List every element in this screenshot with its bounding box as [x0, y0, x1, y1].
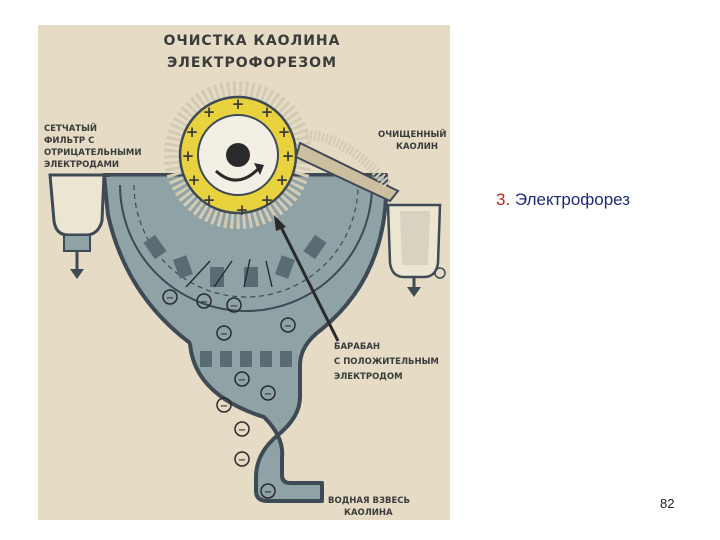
- svg-text:КАОЛИНА: КАОЛИНА: [344, 508, 393, 518]
- svg-text:+: +: [232, 95, 245, 113]
- svg-text:−: −: [200, 297, 208, 308]
- svg-text:БАРАБАН: БАРАБАН: [334, 342, 380, 352]
- kaolin-electrophoresis-poster: ОЧИСТКА КАОЛИНА ЭЛЕКТРОФОРЕЗОМ СЕТЧАТЫЙ …: [38, 25, 450, 520]
- svg-text:+: +: [203, 191, 216, 209]
- filter-label: СЕТЧАТЫЙ ФИЛЬТР С ОТРИЦАТЕЛЬНЫМИ ЭЛЕКТРО…: [44, 122, 141, 170]
- svg-text:ЭЛЕКТРОДОМ: ЭЛЕКТРОДОМ: [334, 372, 403, 382]
- caption-text: Электрофорез: [514, 190, 631, 209]
- neck-grid-blocks: [200, 351, 292, 367]
- svg-text:−: −: [220, 401, 228, 412]
- svg-text:+: +: [186, 123, 199, 141]
- suspension-label: ВОДНАЯ ВЗВЕСЬ КАОЛИНА: [328, 496, 410, 518]
- svg-text:С ПОЛОЖИТЕЛЬНЫМ: С ПОЛОЖИТЕЛЬНЫМ: [334, 357, 439, 367]
- svg-text:+: +: [276, 171, 289, 189]
- svg-text:+: +: [261, 103, 274, 121]
- svg-text:+: +: [282, 147, 295, 165]
- svg-text:+: +: [236, 201, 249, 219]
- caption-number: 3.: [496, 190, 511, 209]
- mesh-filter-cup: [48, 173, 106, 279]
- poster-title-line1: ОЧИСТКА КАОЛИНА: [164, 33, 341, 49]
- negative-particles: [162, 289, 296, 499]
- svg-text:+: +: [182, 147, 195, 165]
- page-number: 82: [660, 496, 675, 511]
- drum-label: БАРАБАН С ПОЛОЖИТЕЛЬНЫМ ЭЛЕКТРОДОМ: [334, 342, 439, 382]
- negative-electrode-arc-inner: [133, 184, 359, 298]
- svg-text:ЭЛЕКТРОДАМИ: ЭЛЕКТРОДАМИ: [44, 160, 119, 170]
- svg-text:−: −: [238, 425, 246, 436]
- svg-text:−: −: [284, 321, 292, 332]
- poster-title-line2: ЭЛЕКТРОФОРЕЗОМ: [167, 55, 337, 71]
- svg-text:−: −: [238, 455, 246, 466]
- svg-text:+: +: [203, 103, 216, 121]
- svg-text:−: −: [230, 301, 238, 312]
- svg-text:−: −: [220, 329, 228, 340]
- drum-pointer-line: [278, 224, 340, 342]
- drum-plus-signs: + + + + + + + + + + + +: [182, 95, 295, 219]
- particle-minus-signs: − − − − − − − − − − −: [166, 293, 292, 498]
- svg-text:−: −: [166, 293, 174, 304]
- svg-text:+: +: [188, 171, 201, 189]
- svg-text:ФИЛЬТР С: ФИЛЬТР С: [44, 136, 94, 146]
- slide-caption: 3. Электрофорез: [496, 190, 630, 210]
- migration-arrows: [185, 258, 273, 288]
- scraper-chute: [294, 130, 400, 203]
- clean-kaolin-label: ОЧИЩЕННЫЙ КАОЛИН: [378, 128, 446, 152]
- svg-text:ОТРИЦАТЕЛЬНЫМИ: ОТРИЦАТЕЛЬНЫМИ: [44, 148, 141, 158]
- negative-electrode-arc-outer: [119, 184, 373, 312]
- electrode-grid-blocks: [143, 234, 327, 287]
- svg-text:−: −: [238, 375, 246, 386]
- svg-text:+: +: [278, 123, 291, 141]
- rotation-arrow-icon: [214, 165, 262, 182]
- svg-text:ВОДНАЯ ВЗВЕСЬ: ВОДНАЯ ВЗВЕСЬ: [328, 496, 410, 506]
- svg-text:+: +: [261, 191, 274, 209]
- svg-text:КАОЛИН: КАОЛИН: [396, 142, 438, 152]
- clean-kaolin-container: [386, 203, 446, 297]
- svg-text:ОЧИЩЕННЫЙ: ОЧИЩЕННЫЙ: [378, 128, 446, 140]
- svg-text:−: −: [264, 389, 272, 400]
- svg-text:−: −: [264, 487, 272, 498]
- tank-bowl: [110, 175, 385, 355]
- svg-text:СЕТЧАТЫЙ: СЕТЧАТЫЙ: [44, 122, 97, 134]
